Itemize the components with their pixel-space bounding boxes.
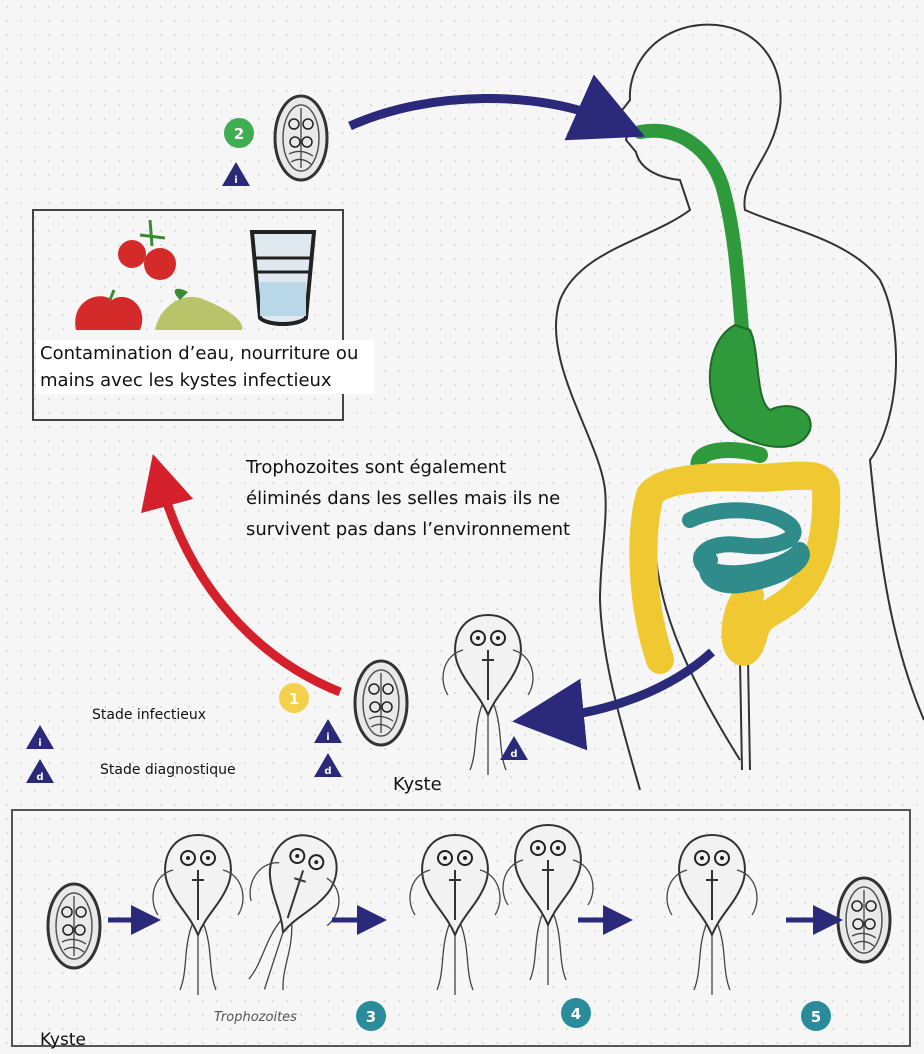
apple-icon	[75, 290, 142, 330]
step-1-number: 1	[289, 690, 299, 708]
excretion-arrow	[548, 652, 712, 718]
excreted-cyst	[355, 661, 407, 745]
trophozoite-note: Trophozoites sont également éliminés dan…	[246, 452, 586, 545]
trophozoite-c	[667, 835, 757, 995]
raspberry-icon	[118, 220, 176, 280]
trophozoites-caption: Trophozoites	[214, 1010, 297, 1025]
legend-diagnostic-label: Stade diagnostique	[100, 762, 236, 778]
dividing-trophozoite-left	[410, 835, 500, 995]
bottom-cyst-end	[838, 878, 890, 962]
water-glass-icon	[252, 232, 314, 324]
step-4-number: 4	[571, 1005, 581, 1023]
kyste-label: Kyste	[393, 774, 442, 795]
legend-infective-symbol: i	[38, 738, 41, 749]
ingested-cyst	[275, 96, 327, 180]
stomach	[710, 325, 811, 447]
trophozoite-a	[153, 835, 243, 995]
diagnostic-symbol-kyste: d	[324, 766, 331, 777]
step-2-number: 2	[234, 125, 244, 143]
contamination-caption: Contamination d’eau, nourriture ou mains…	[36, 340, 374, 394]
small-intestine	[690, 510, 802, 585]
legend-infectious-label: Stade infectieux	[92, 707, 206, 723]
pear-icon	[155, 289, 242, 330]
step-5-number: 5	[811, 1008, 821, 1026]
bottom-cyst-start	[48, 884, 100, 968]
kyste-bottom-label: Kyste	[40, 1030, 86, 1050]
diagnostic-symbol-tropho: d	[510, 749, 517, 760]
trophozoite-b	[222, 823, 357, 1003]
infective-symbol-top: i	[234, 175, 237, 186]
legend-diagnostic-symbol: d	[36, 772, 43, 783]
dividing-trophozoite-right	[503, 825, 593, 985]
step-3-number: 3	[366, 1008, 376, 1026]
infective-symbol-kyste: i	[326, 732, 329, 743]
ingestion-arrow	[350, 98, 612, 126]
